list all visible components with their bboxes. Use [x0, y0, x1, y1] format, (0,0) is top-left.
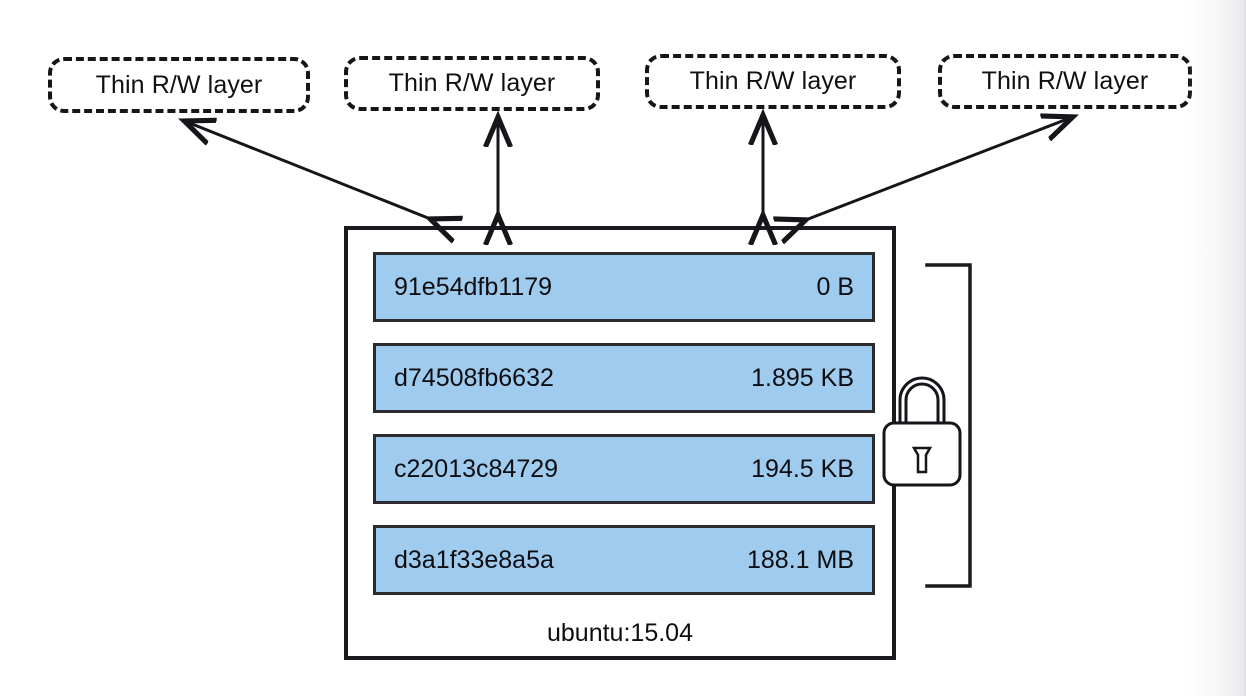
rw-layer-callout-3: Thin R/W layer	[645, 54, 901, 109]
rw-layer-label: Thin R/W layer	[689, 67, 857, 95]
container-frame: 91e54dfb1179 0 B d74508fb6632 1.895 KB c…	[344, 226, 896, 660]
read-only-bracket	[925, 263, 972, 588]
layer-id: 91e54dfb1179	[394, 272, 553, 301]
layer-id: d3a1f33e8a5a	[394, 545, 554, 574]
image-layer-row: d3a1f33e8a5a 188.1 MB	[373, 525, 875, 595]
layer-size: 0 B	[816, 272, 854, 301]
rw-layer-callout-2: Thin R/W layer	[344, 56, 600, 111]
layer-id: d74508fb6632	[394, 363, 554, 392]
layer-size: 194.5 KB	[751, 454, 854, 483]
arrow-rw-layer-1	[187, 122, 433, 220]
rw-layer-label: Thin R/W layer	[95, 70, 263, 99]
layer-size: 188.1 MB	[746, 545, 854, 574]
rw-layer-callout-1: Thin R/W layer	[48, 57, 310, 113]
layer-id: c22013c84729	[394, 454, 559, 483]
image-layer-row: 91e54dfb1179 0 B	[373, 252, 875, 322]
layer-size: 1.895 KB	[751, 363, 854, 392]
rw-layer-callout-4: Thin R/W layer	[938, 54, 1192, 109]
rw-layer-label: Thin R/W layer	[981, 67, 1149, 95]
image-layer-row: d74508fb6632 1.895 KB	[373, 343, 875, 413]
arrow-rw-layer-4	[803, 118, 1070, 221]
image-layer-row: c22013c84729 194.5 KB	[373, 434, 875, 504]
page-edge-shading	[1188, 0, 1246, 696]
rw-layer-label: Thin R/W layer	[388, 69, 556, 97]
image-name-label: ubuntu:15.04	[547, 619, 693, 647]
